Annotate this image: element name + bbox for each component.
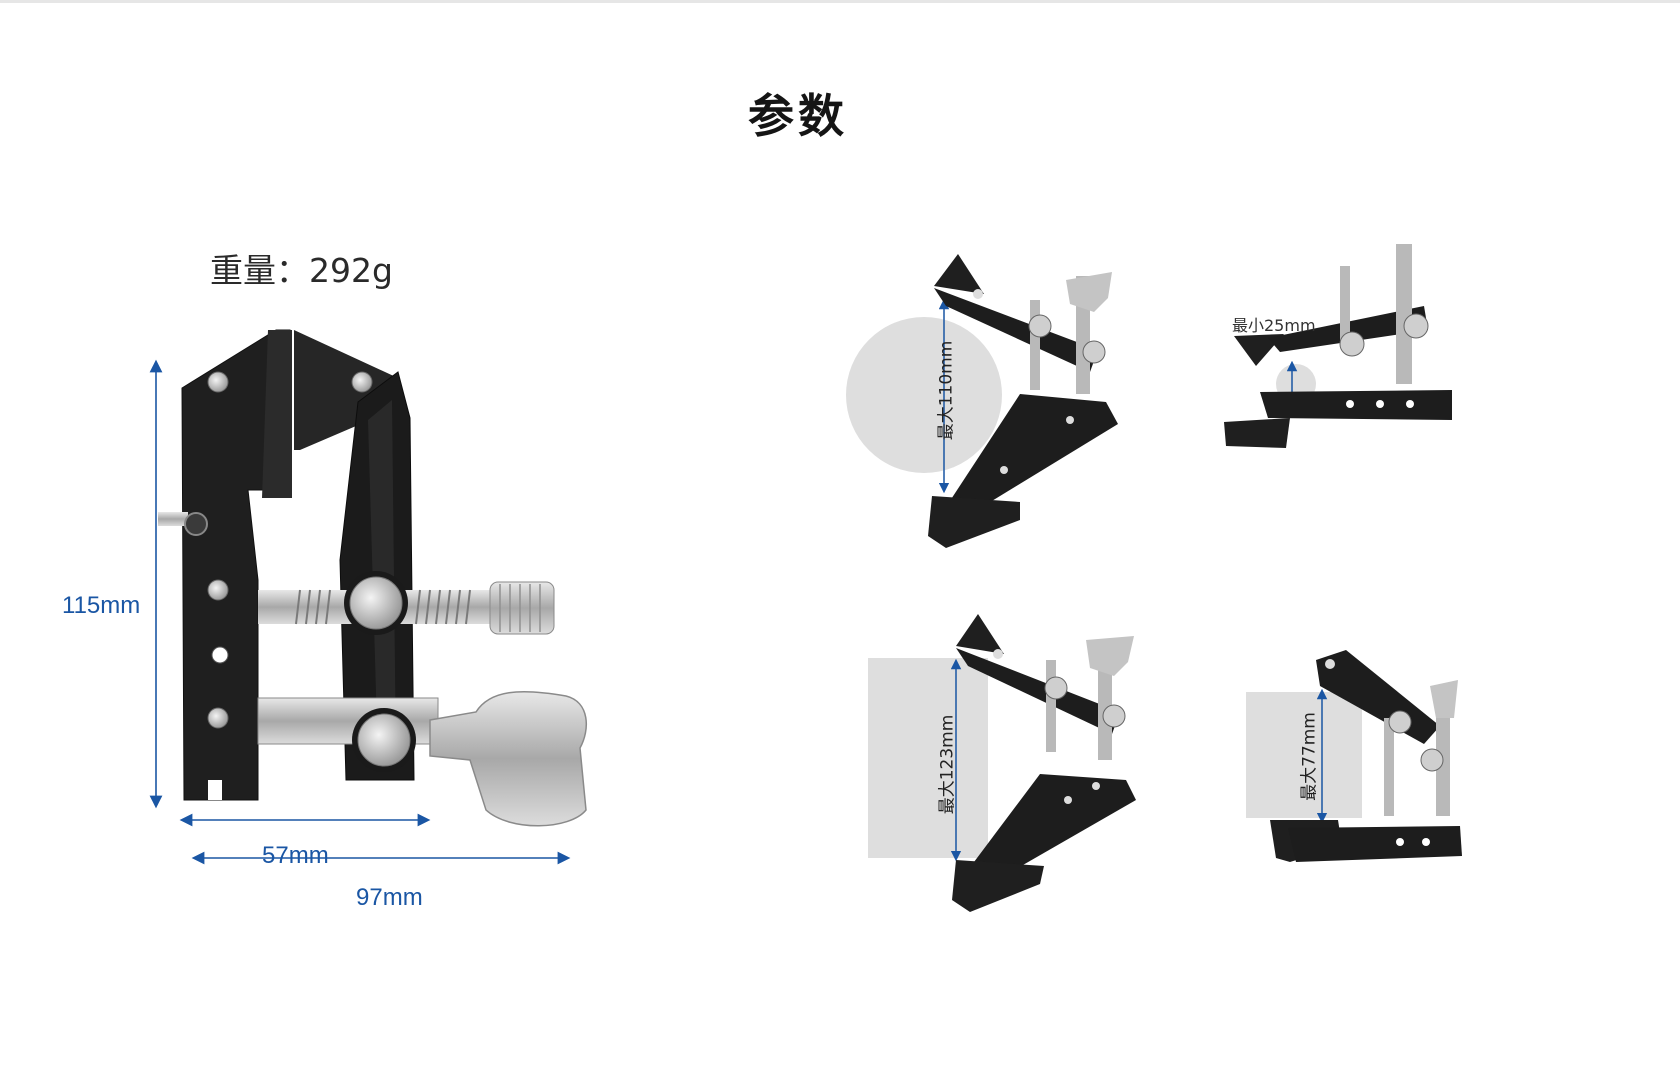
flat-small-illustration	[1246, 650, 1462, 862]
round-min-illustration	[1224, 244, 1452, 448]
height-label: 115mm	[62, 592, 141, 619]
side-screw-knob-icon	[184, 512, 208, 536]
top-divider	[0, 0, 1680, 3]
right-jaw-pad	[294, 330, 398, 450]
mount-hole	[211, 646, 229, 664]
flat-object-large	[868, 658, 988, 858]
flat-object-small	[1246, 692, 1362, 818]
round-object-large	[846, 317, 1002, 473]
inner-width-label: 57mm	[262, 842, 329, 869]
side-screw	[158, 512, 188, 526]
page-title: 参数	[748, 89, 848, 143]
small-screws	[207, 371, 373, 729]
round-max-label: 最大110mm	[936, 340, 957, 441]
round-max-illustration	[846, 254, 1118, 548]
wing-handle-icon	[429, 690, 587, 827]
flat-max-label: 最大123mm	[937, 714, 958, 815]
weight-spec: 重量：292g	[210, 251, 393, 290]
flat-max-illustration	[868, 614, 1136, 912]
mount-slot	[208, 780, 222, 800]
total-width-label: 97mm	[356, 884, 423, 911]
round-min-label: 最小25mm	[1232, 316, 1316, 335]
knurled-knob-icon	[489, 581, 555, 635]
thread-grooves	[295, 589, 471, 625]
flat-small-label: 最大77mm	[1299, 712, 1320, 801]
left-jaw-pad	[262, 330, 292, 498]
